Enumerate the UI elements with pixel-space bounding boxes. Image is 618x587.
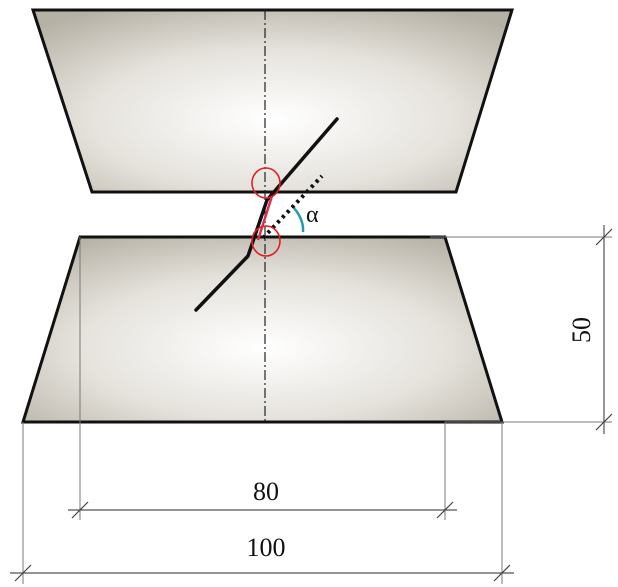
upper-die [30, 8, 515, 194]
marker-circle-lower [251, 225, 281, 257]
dim-label-outer-width: 100 [247, 533, 286, 562]
dim-tick-outer-right [493, 564, 511, 582]
dim-tick-inner-right [436, 501, 454, 519]
dim-tick-height-top [595, 228, 613, 246]
angle-label: α [306, 202, 319, 228]
angle-arc [293, 207, 305, 233]
dim-tick-outer-left [14, 564, 32, 582]
dim-label-height: 50 [567, 317, 596, 343]
specimen-gap-segment [256, 195, 274, 241]
lower-die [20, 235, 505, 424]
dim-label-inner-width: 80 [253, 477, 279, 506]
dim-tick-height-bottom [595, 413, 613, 431]
specimen-line [194, 117, 339, 312]
dim-tick-inner-left [71, 501, 89, 519]
marker-circle-upper [251, 167, 281, 199]
